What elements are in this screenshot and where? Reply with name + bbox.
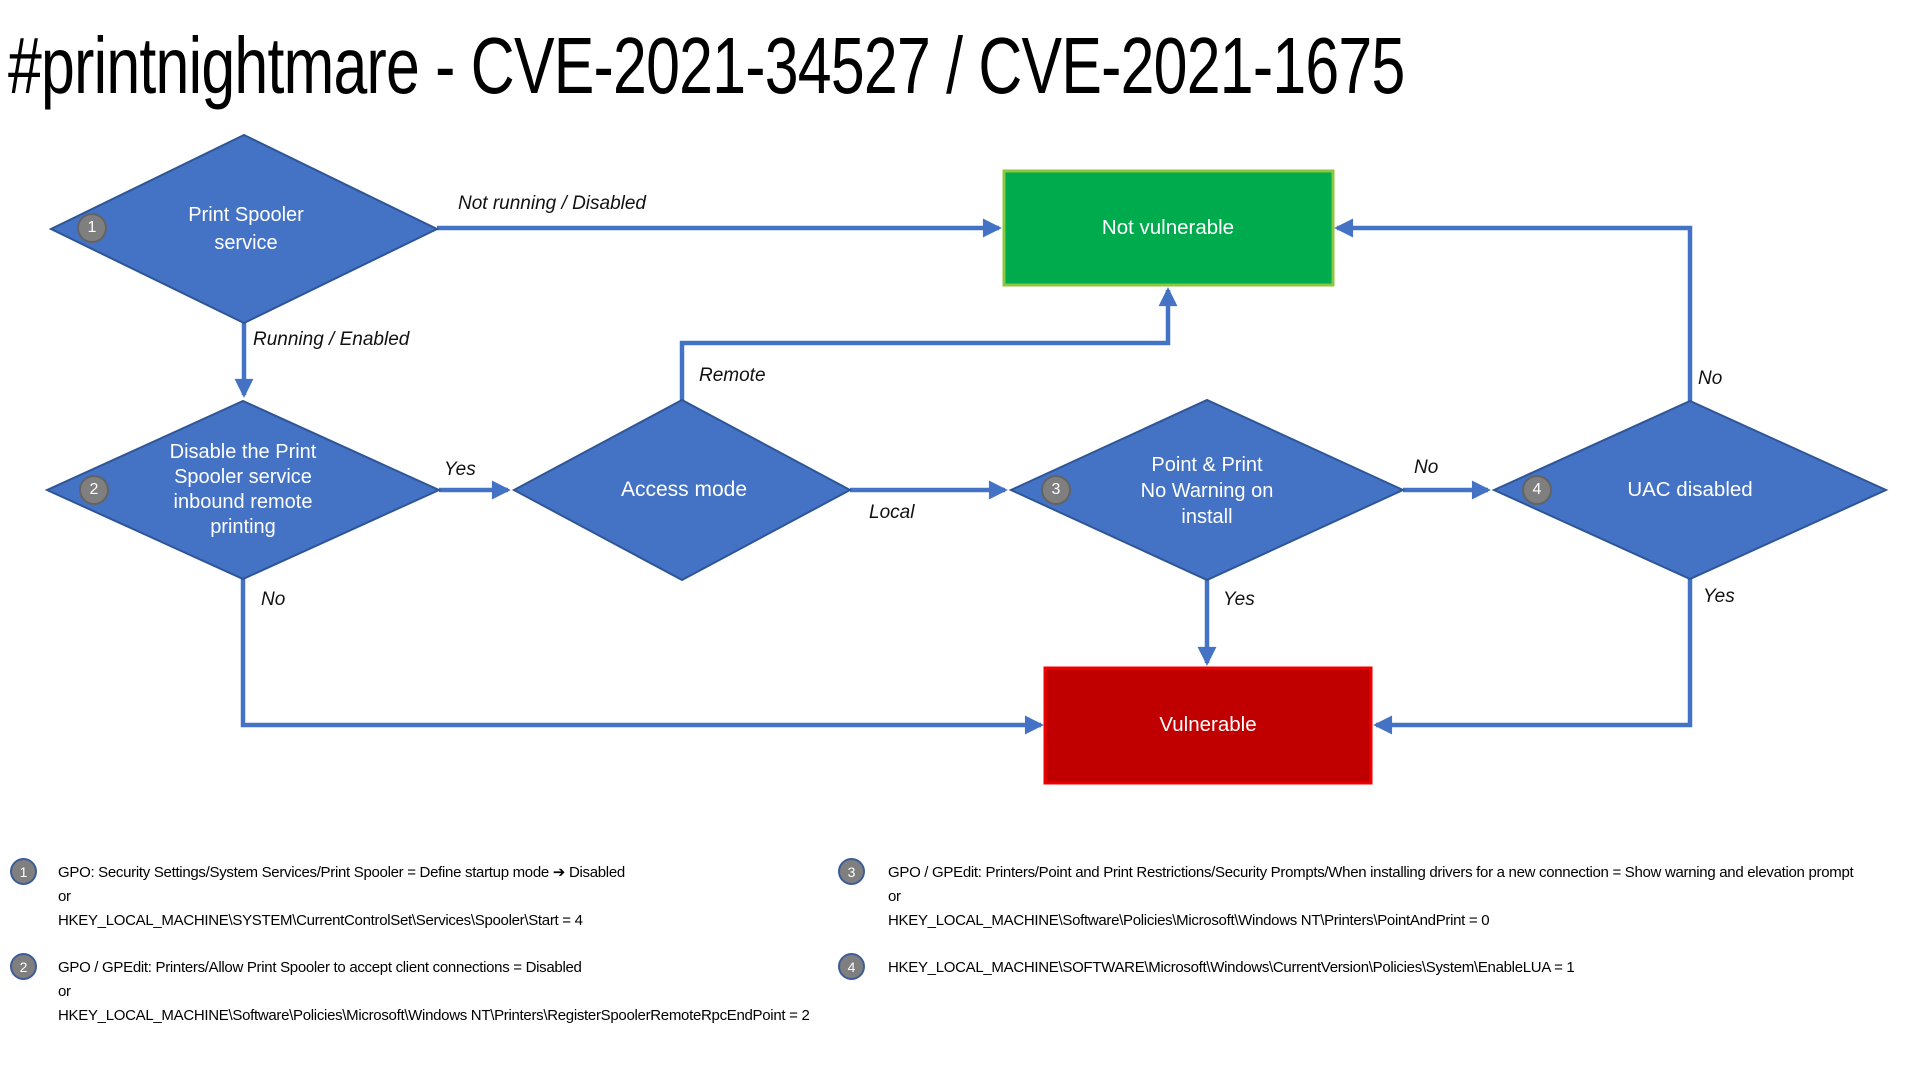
footnote-3-line-1: GPO / GPEdit: Printers/Point and Print R… <box>888 864 1854 881</box>
decision-disable-inbound-remote-printing <box>44 399 442 581</box>
footnote-badge-4: 4 <box>838 953 865 980</box>
footnote-badge-1: 1 <box>10 858 37 885</box>
result-not-vulnerable-box <box>1002 169 1335 287</box>
edge-label-uac-no: No <box>1698 368 1723 389</box>
decision-uac-disabled <box>1491 399 1889 581</box>
label-point-and-print: Point & Print No Warning on install <box>1140 454 1274 528</box>
edge-label-uac-yes: Yes <box>1703 586 1735 607</box>
label-print-spooler-service: Print Spooler service <box>188 204 304 254</box>
label-not-vulnerable: Not vulnerable <box>1101 216 1235 239</box>
edge-label-not-running-disabled: Not running / Disabled <box>458 193 646 214</box>
footnote-4: HKEY_LOCAL_MACHINE\SOFTWARE\Microsoft\Wi… <box>888 956 1575 980</box>
footnote-badge-3: 3 <box>838 858 865 885</box>
footnote-1-line-1: GPO: Security Settings/System Services/P… <box>58 864 625 881</box>
result-vulnerable-box <box>1043 666 1373 785</box>
edge-uac-yes <box>1373 579 1693 735</box>
edge-disable-no <box>240 579 1044 735</box>
decision-point-and-print-no-warning <box>1008 398 1406 582</box>
label-access-mode: Access mode <box>620 478 748 501</box>
footnote-2-line-3: HKEY_LOCAL_MACHINE\Software\Policies\Mic… <box>58 1007 810 1024</box>
label-uac-disabled: UAC disabled <box>1627 478 1753 501</box>
edge-access-remote <box>679 287 1178 400</box>
step-badge-1: 1 <box>77 213 107 243</box>
footnote-3-line-3: HKEY_LOCAL_MACHINE\Software\Policies\Mic… <box>888 912 1490 929</box>
footnote-2-line-1: GPO / GPEdit: Printers/Allow Print Spool… <box>58 959 582 976</box>
edge-label-local: Local <box>869 502 915 523</box>
step-badge-4: 4 <box>1522 475 1552 505</box>
footnote-3: GPO / GPEdit: Printers/Point and Print R… <box>888 861 1854 933</box>
page-title: #printnightmare - CVE-2021-34527 / CVE-2… <box>8 21 1405 110</box>
decision-access-mode <box>511 398 853 582</box>
edge-label-running-enabled: Running / Enabled <box>253 329 410 350</box>
edge-uac-no <box>1334 218 1693 401</box>
footnote-2-line-2: or <box>58 983 71 1000</box>
edge-label-remote: Remote <box>699 365 766 386</box>
footnote-1-line-2: or <box>58 888 71 905</box>
label-disable-inbound-remote-printing: Disable the Print Spooler service inboun… <box>169 441 317 538</box>
footnote-badge-2: 2 <box>10 953 37 980</box>
footnote-1: GPO: Security Settings/System Services/P… <box>58 861 625 933</box>
footnote-3-line-2: or <box>888 888 901 905</box>
label-vulnerable: Vulnerable <box>1159 713 1257 736</box>
footnote-2: GPO / GPEdit: Printers/Allow Print Spool… <box>58 956 810 1028</box>
step-badge-3: 3 <box>1041 475 1071 505</box>
footnote-4-line-1: HKEY_LOCAL_MACHINE\SOFTWARE\Microsoft\Wi… <box>888 959 1575 976</box>
edge-label-disable-no: No <box>261 589 286 610</box>
edge-label-pointprint-no: No <box>1414 457 1439 478</box>
step-badge-2: 2 <box>79 475 109 505</box>
edge-label-disable-yes: Yes <box>444 459 476 480</box>
decision-print-spooler-service <box>48 133 440 325</box>
edge-label-pointprint-yes: Yes <box>1223 589 1255 610</box>
footnote-1-line-3: HKEY_LOCAL_MACHINE\SYSTEM\CurrentControl… <box>58 912 583 929</box>
